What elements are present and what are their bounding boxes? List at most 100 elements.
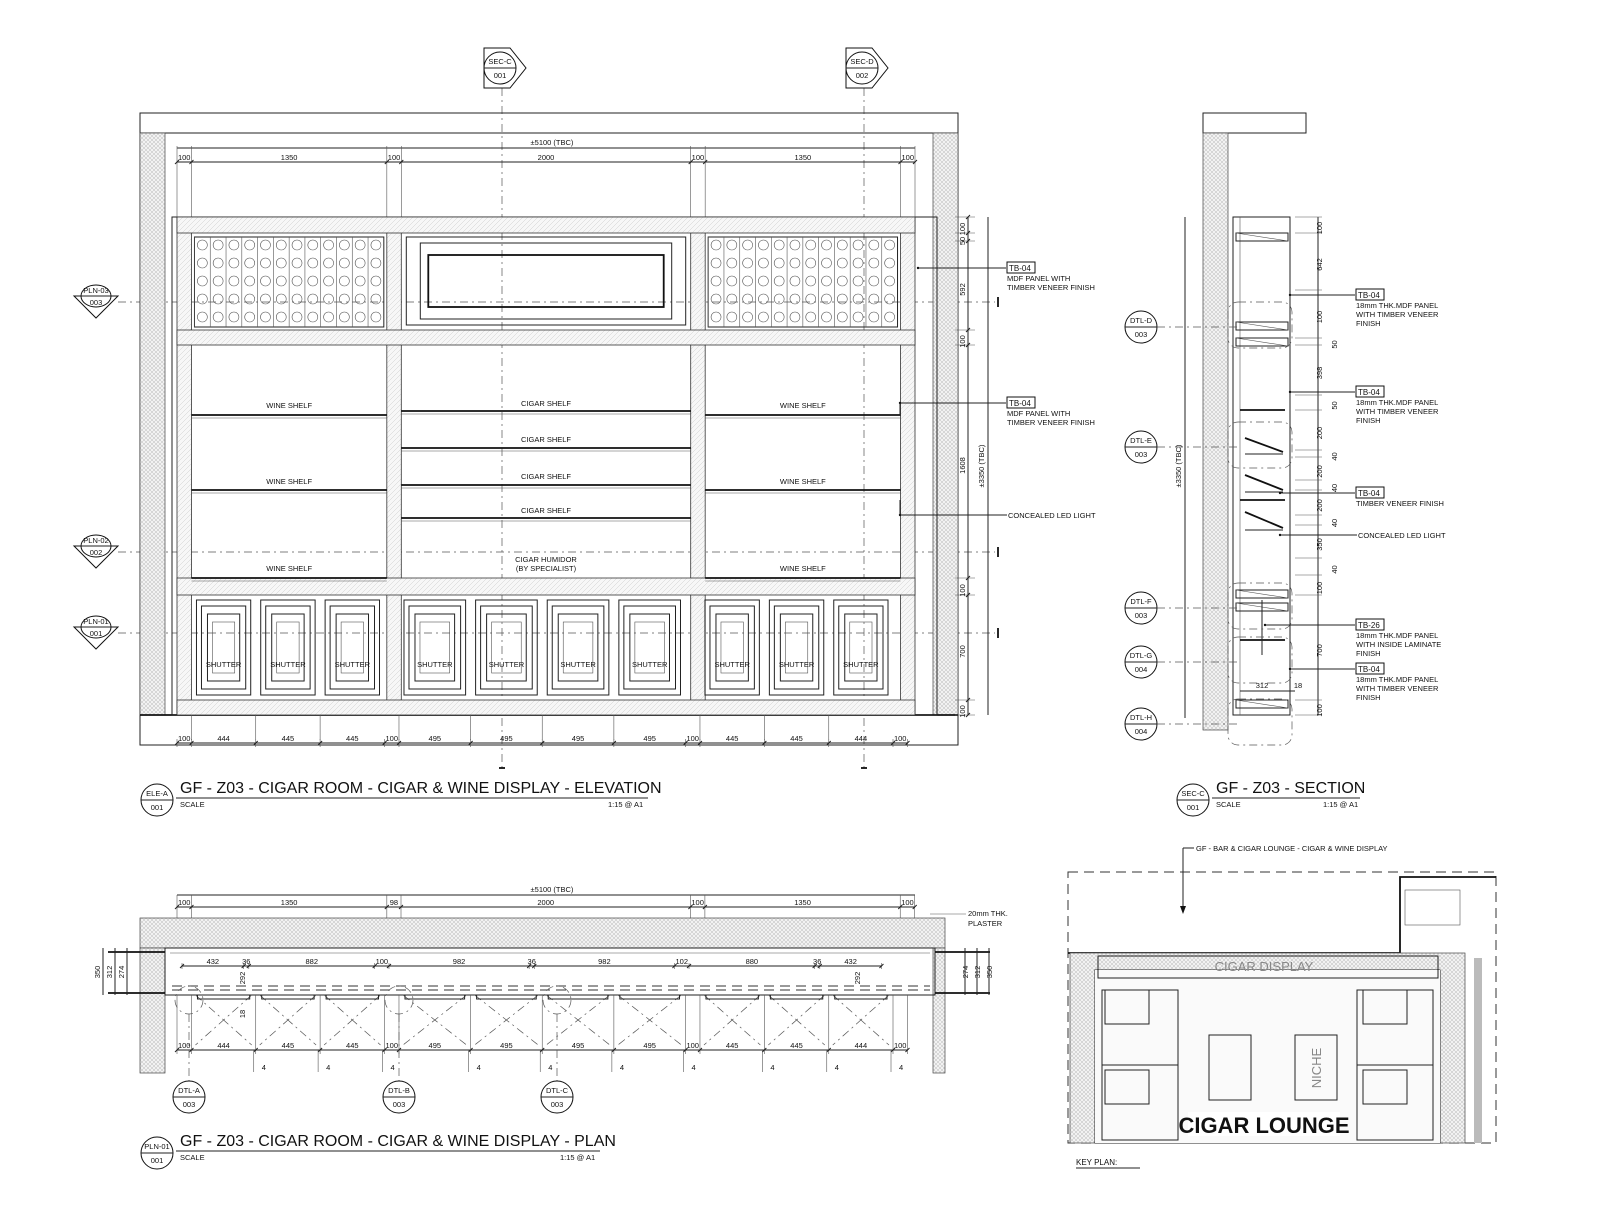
- dimension-value: 312: [1256, 681, 1269, 690]
- key-plan-column: [1474, 958, 1482, 1143]
- door-handle: [705, 994, 759, 1000]
- dimension-value: 642: [1315, 258, 1324, 271]
- shutter-door[interactable]: SHUTTER: [546, 599, 610, 696]
- annotation-sec-led[interactable]: CONCEALED LED LIGHT: [1278, 531, 1446, 540]
- dimension-value: 100: [178, 734, 191, 743]
- bottle-icon: [852, 275, 864, 287]
- dimension-tick: [697, 740, 703, 746]
- shutter-door[interactable]: SHUTTER: [618, 599, 681, 696]
- bottle-icon: [742, 257, 753, 269]
- view-title: GF - Z03 - CIGAR ROOM - CIGAR & WINE DIS…: [180, 780, 662, 797]
- bottle-icon: [789, 293, 801, 305]
- shutter-inner: [557, 613, 599, 682]
- dimension-value: 4: [835, 1063, 839, 1072]
- door-handle: [261, 994, 315, 1000]
- shutter-door[interactable]: SHUTTER: [324, 599, 381, 696]
- annotation-tag: TB-04: [1358, 665, 1380, 674]
- annotation-tag: TB-04: [1358, 388, 1380, 397]
- door-handle: [769, 994, 824, 1000]
- bottle-icon: [307, 293, 319, 305]
- dimension-tick: [686, 963, 692, 969]
- bottle-icon: [726, 239, 738, 251]
- bottle-icon: [212, 293, 224, 305]
- bottle-icon: [805, 311, 817, 323]
- annotation-led-light[interactable]: CONCEALED LED LIGHT: [898, 511, 1096, 520]
- bottle-icon: [370, 275, 382, 287]
- shutter-door[interactable]: SHUTTER: [704, 599, 760, 696]
- dimension-value: 100: [686, 1041, 699, 1050]
- bottle-icon: [773, 293, 785, 305]
- dimension-value: 2000: [538, 153, 555, 162]
- shutter-panel: [838, 605, 884, 690]
- dimension-tick: [817, 963, 823, 969]
- shutter-recess: [419, 621, 450, 674]
- shutter-inner: [206, 613, 241, 682]
- shutter-door[interactable]: SHUTTER: [403, 599, 467, 696]
- bottle-icon: [852, 293, 864, 305]
- shutter-inner: [335, 613, 370, 682]
- dimension-tick: [965, 327, 971, 333]
- shutter-door[interactable]: SHUTTER: [195, 599, 252, 696]
- shutter-door[interactable]: SHUTTER: [475, 599, 538, 696]
- shutter-frame: [546, 599, 610, 696]
- lounge-seating-group: [1362, 1069, 1408, 1105]
- section-rail: [1235, 589, 1289, 599]
- dimension-tick: [683, 740, 688, 746]
- dimension-value: 100: [388, 153, 401, 162]
- dimension-tick: [382, 740, 387, 746]
- tag-code: PLN-01: [83, 617, 108, 626]
- bottle-icon: [821, 239, 832, 251]
- scale-value: 1:15 @ A1: [560, 1153, 595, 1162]
- detail-callout-boundary: [1227, 636, 1293, 684]
- shutter-panel: [265, 605, 311, 690]
- dimension-value: 100: [692, 153, 705, 162]
- section-rail-cross: [1235, 589, 1289, 599]
- dimension-value: 445: [726, 1041, 739, 1050]
- bottle-icon: [884, 311, 895, 323]
- bottle-icon: [805, 275, 817, 287]
- shutter-door[interactable]: SHUTTER: [833, 599, 889, 696]
- shutter-label: SHUTTER: [417, 660, 453, 669]
- bottle-icon: [789, 257, 801, 269]
- dimension-tick: [965, 697, 971, 703]
- shutter-inner: [844, 613, 878, 682]
- wine-rack: [707, 236, 899, 328]
- annotation-text: MDF PANEL WITH: [1007, 274, 1070, 283]
- leader-dot: [1278, 491, 1282, 495]
- dimension-tick: [189, 740, 194, 746]
- dimension-value: 18: [1294, 681, 1302, 690]
- bottle-icon: [773, 239, 785, 251]
- dimension-tick: [965, 592, 971, 598]
- tag-sheet: 003: [393, 1100, 406, 1109]
- bottle-icon: [307, 311, 319, 323]
- pointer-arrow-icon: [1180, 906, 1186, 914]
- shutter-door[interactable]: SHUTTER: [260, 599, 316, 696]
- annotation-text: WITH INSIDE LAMINATE: [1356, 640, 1441, 649]
- tag-sheet: 004: [1135, 727, 1148, 736]
- cigar-shelf-label: CIGAR SHELF: [521, 472, 571, 481]
- shutter-door[interactable]: SHUTTER: [768, 599, 825, 696]
